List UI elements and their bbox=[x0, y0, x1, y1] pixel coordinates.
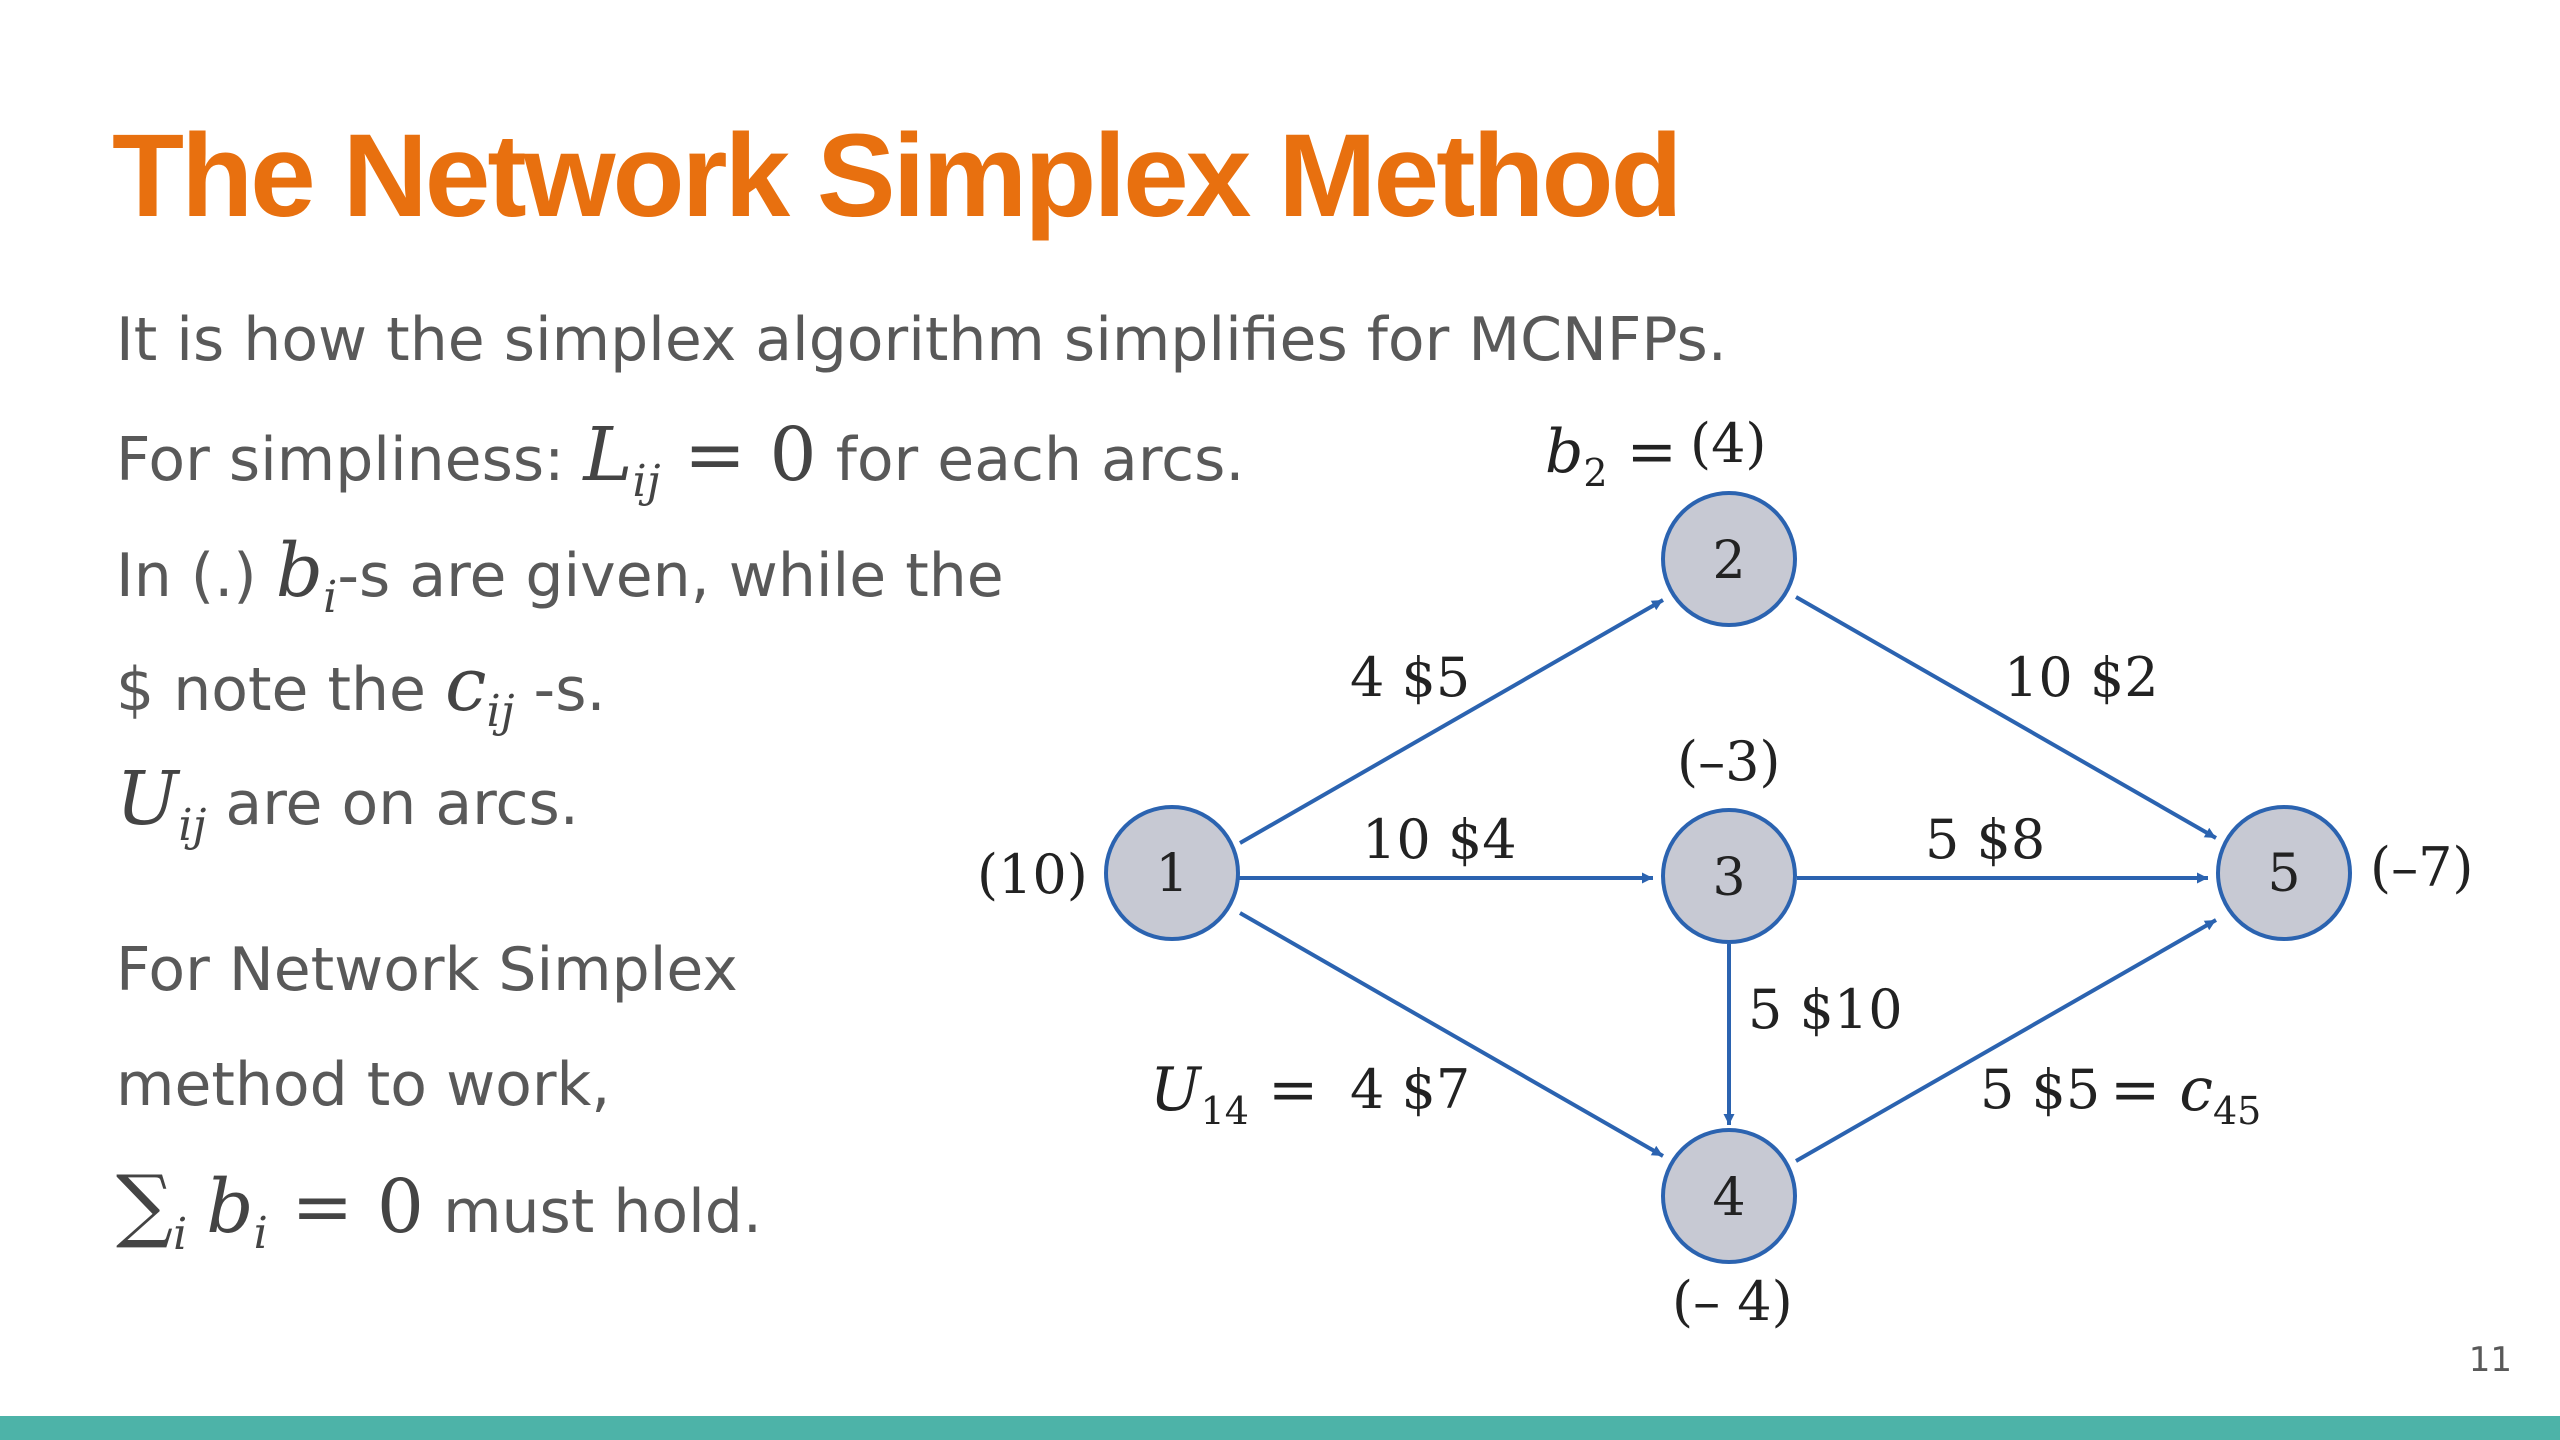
body-line-4: $ note the cij -s. bbox=[116, 642, 606, 737]
math-c-ij: cij bbox=[445, 642, 515, 737]
page-number: 11 bbox=[2468, 1340, 2512, 1380]
node-3 bbox=[1661, 808, 1797, 944]
line2-prefix: For simpliness: bbox=[116, 425, 565, 495]
edge-label-3-5: 5 $8 bbox=[1925, 808, 2045, 871]
math-sum-b-i: bi = 0 bbox=[206, 1164, 424, 1259]
line5-suffix: are on arcs. bbox=[225, 769, 579, 839]
body-line-1: It is how the simplex algorithm simplifi… bbox=[116, 305, 1727, 375]
edge-label-1-3: 10 $4 bbox=[1362, 808, 1517, 871]
body-line-6: For Network Simplex bbox=[116, 935, 738, 1005]
edge-label-4-5: 5 $5 bbox=[1980, 1058, 2100, 1121]
node-5 bbox=[2216, 805, 2352, 941]
b2-annotation: b2 = bbox=[1545, 417, 1677, 495]
edge-label-2-5: 10 $2 bbox=[2004, 646, 2159, 709]
supply-node-3: (–3) bbox=[1677, 730, 1781, 793]
line4-suffix: -s. bbox=[533, 655, 606, 725]
line3-suffix: -s are given, while the bbox=[337, 541, 1004, 611]
body-line-3: In (.) bi-s are given, while the bbox=[116, 528, 1004, 623]
supply-node-5: (–7) bbox=[2370, 836, 2474, 899]
line2-suffix: for each arcs. bbox=[835, 425, 1245, 495]
body-line-5: Uij are on arcs. bbox=[116, 756, 579, 851]
node-2 bbox=[1661, 491, 1797, 627]
math-b-i: bi bbox=[275, 528, 338, 623]
node-3-label: 3 bbox=[1712, 848, 1745, 908]
supply-node-4: (– 4) bbox=[1672, 1270, 1793, 1333]
footer-bar bbox=[0, 1416, 2560, 1440]
line8-suffix: must hold. bbox=[443, 1177, 762, 1247]
slide-title: The Network Simplex Method bbox=[112, 110, 1683, 242]
node-5-label: 5 bbox=[2267, 844, 2300, 904]
edge-4-5 bbox=[1795, 918, 2217, 1163]
body-line-8: ∑i bi = 0 must hold. bbox=[116, 1158, 762, 1260]
node-1 bbox=[1104, 805, 1240, 941]
line4-prefix: $ note the bbox=[116, 655, 426, 725]
node-4 bbox=[1661, 1128, 1797, 1264]
edge-1-4 bbox=[1239, 911, 1664, 1158]
edge-label-3-4: 5 $10 bbox=[1748, 978, 1903, 1041]
edge-label-1-4: 4 $7 bbox=[1350, 1058, 1470, 1121]
c45-annotation: = c45 bbox=[2110, 1055, 2261, 1133]
body-line-7: method to work, bbox=[116, 1050, 611, 1120]
node-4-label: 4 bbox=[1712, 1168, 1745, 1228]
line3-prefix: In (.) bbox=[116, 541, 257, 611]
math-U-ij: Uij bbox=[116, 756, 207, 851]
node-1-label: 1 bbox=[1155, 844, 1188, 904]
node-2-label: 2 bbox=[1712, 531, 1745, 591]
edge-1-2 bbox=[1239, 598, 1664, 845]
math-L-ij: Lij = 0 bbox=[583, 412, 817, 507]
edge-2-5 bbox=[1795, 595, 2217, 840]
body-line-2: For simpliness: Lij = 0 for each arcs. bbox=[116, 412, 1245, 507]
u14-annotation: U14 = bbox=[1150, 1055, 1318, 1133]
supply-node-1: (10) bbox=[977, 843, 1088, 906]
sum-symbol: ∑i bbox=[116, 1158, 188, 1260]
supply-node-2: (4) bbox=[1690, 412, 1767, 475]
edge-label-1-2: 4 $5 bbox=[1350, 646, 1470, 709]
